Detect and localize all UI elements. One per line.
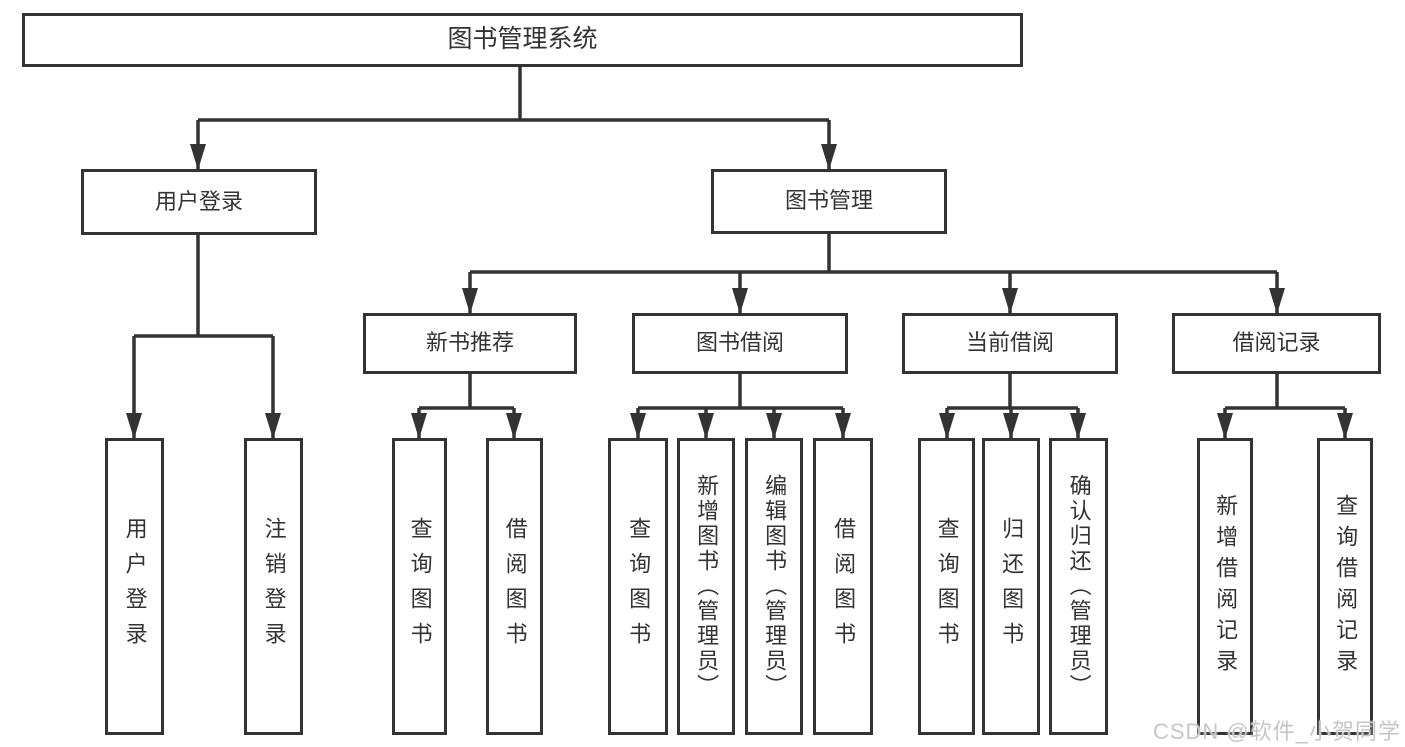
- leaf-current-confirm-return-admin: 确认归还（管理员）: [1049, 438, 1108, 735]
- leaf-logout: 注销登录: [244, 438, 303, 735]
- node-user-login-branch: 用户登录: [81, 169, 317, 235]
- node-book-management: 图书管理: [711, 169, 947, 234]
- leaf-borrow-query-books: 查询图书: [608, 438, 668, 735]
- csdn-watermark: CSDN @软件_小贺同学: [1152, 719, 1401, 744]
- leaf-current-return-books: 归还图书: [982, 438, 1040, 735]
- node-new-book-recommend: 新书推荐: [363, 313, 577, 374]
- leaf-newrec-query-books: 查询图书: [392, 438, 447, 735]
- node-borrowing-records: 借阅记录: [1172, 313, 1381, 374]
- leaf-borrow-edit-books-admin: 编辑图书（管理员）: [745, 438, 803, 735]
- node-book-borrowing: 图书借阅: [632, 313, 848, 374]
- node-current-borrowing: 当前借阅: [902, 313, 1118, 374]
- leaf-borrow-add-books-admin: 新增图书（管理员）: [677, 438, 735, 735]
- leaf-user-login: 用户登录: [105, 438, 164, 735]
- leaf-records-query-record: 查询借阅记录: [1317, 438, 1373, 735]
- connector-trunks: [134, 67, 1345, 410]
- leaf-newrec-borrow-books: 借阅图书: [486, 438, 543, 735]
- leaf-current-query-books: 查询图书: [918, 438, 975, 735]
- leaf-borrow-borrow-books: 借阅图书: [813, 438, 873, 735]
- node-library-system: 图书管理系统: [22, 13, 1023, 67]
- leaf-records-add-record: 新增借阅记录: [1197, 438, 1253, 735]
